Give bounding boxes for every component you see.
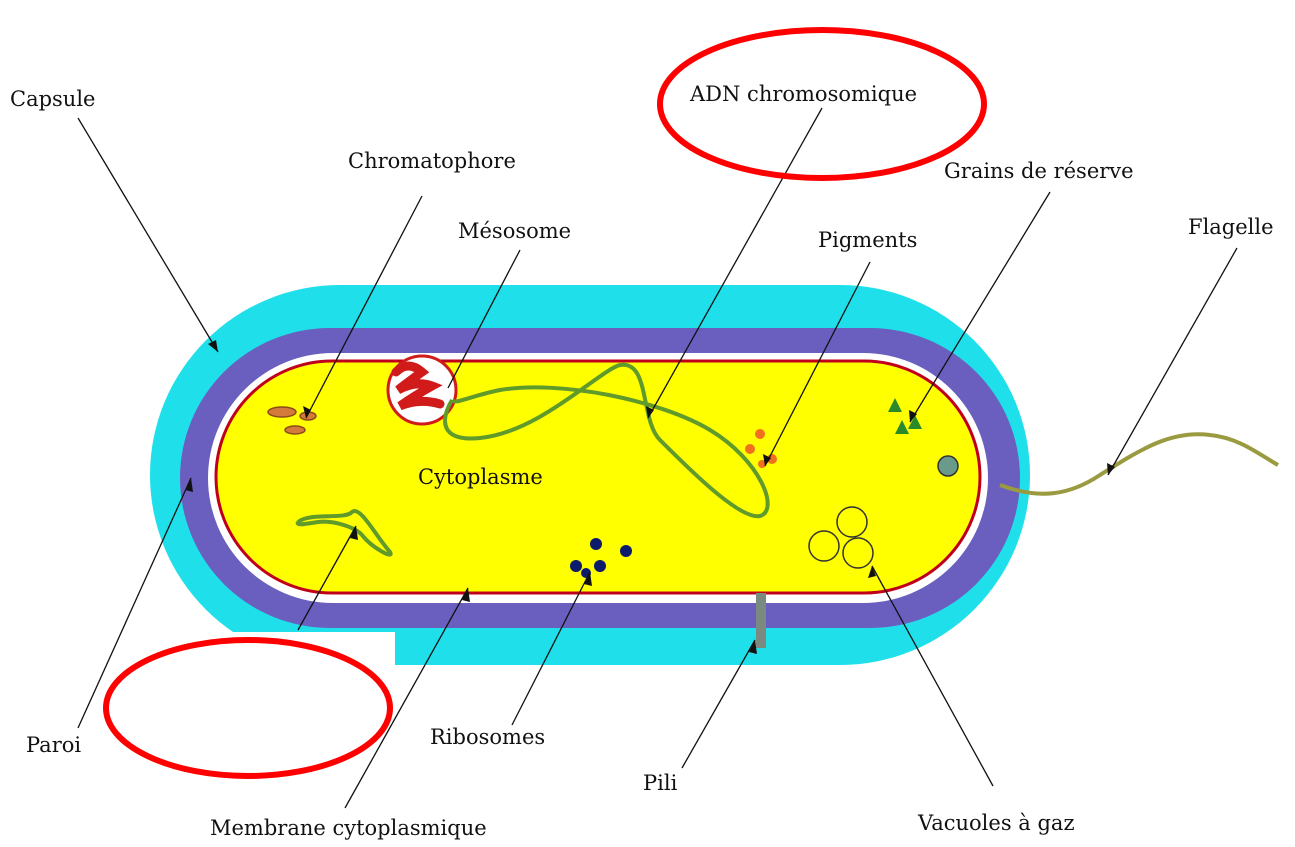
label-mesosome: Mésosome [458,219,571,243]
label-paroi: Paroi [26,733,81,757]
pilus [756,593,766,648]
label-pigments: Pigments [818,228,917,252]
label-pili: Pili [643,771,678,795]
label-membrane: Membrane cytoplasmique [210,816,487,840]
label-capsule: Capsule [10,87,95,111]
label-grains: Grains de réserve [944,159,1134,183]
flagellum-base [938,456,958,476]
label-cytoplasme: Cytoplasme [418,465,543,489]
label-vacuoles: Vacuoles à gaz [917,811,1075,835]
label-chromatophore: Chromatophore [348,149,516,173]
flagellum [1000,434,1278,493]
label-adn: ADN chromosomique [689,82,917,106]
label-flagelle: Flagelle [1188,215,1274,239]
label-ribosomes: Ribosomes [430,725,545,749]
